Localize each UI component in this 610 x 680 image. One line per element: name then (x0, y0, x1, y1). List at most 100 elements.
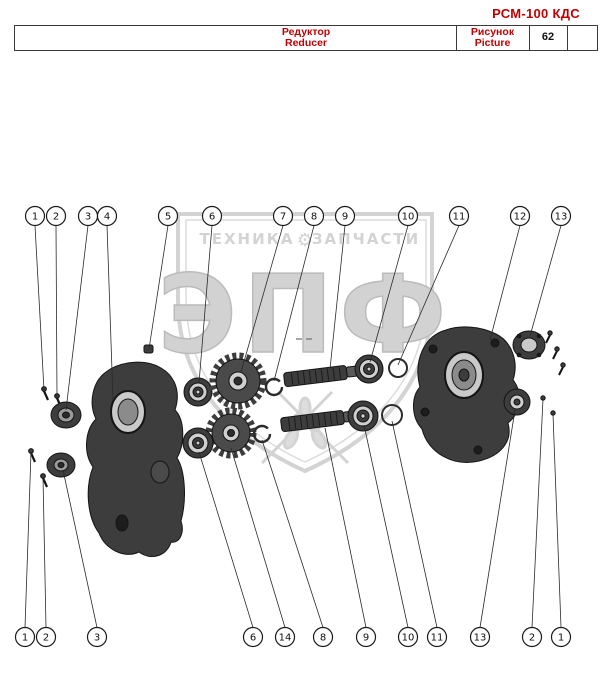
callout-label: 6 (250, 633, 256, 644)
leader-line (552, 413, 562, 628)
gear-large (209, 352, 267, 410)
part-name-en: Reducer (284, 37, 327, 49)
screw (545, 330, 553, 344)
leader-line (261, 439, 324, 628)
callout-balloon-11 (448, 205, 470, 227)
callout-balloon-13 (469, 626, 491, 648)
callout-label: 14 (279, 633, 292, 644)
watermark-brand: ЭПФ (158, 253, 453, 378)
leader-line (106, 225, 114, 401)
callout-balloon-5 (157, 205, 179, 227)
callout-label: 3 (94, 633, 100, 644)
leader-line (198, 451, 254, 628)
housing-cover-left (86, 361, 185, 557)
gear-icon: ⚙ (297, 230, 313, 251)
screw (40, 473, 49, 488)
cover-small-upper (50, 401, 82, 429)
callout-balloon-2 (521, 626, 543, 648)
picture-number: 62 (541, 31, 555, 44)
callout-label: 12 (514, 212, 527, 223)
leader-line (230, 447, 286, 628)
screw (558, 362, 566, 376)
snap-ring-lower (252, 424, 272, 444)
seal-right-lower (503, 388, 531, 416)
callout-balloon-7 (272, 205, 294, 227)
callout-label: 13 (555, 212, 568, 223)
callout-label: 1 (32, 212, 38, 223)
callout-balloon-2 (35, 626, 57, 648)
callout-balloon-8 (303, 205, 325, 227)
callout-balloon-1 (550, 626, 572, 648)
seal-ring-lower (381, 404, 403, 426)
part-name-ru: Редуктор (281, 25, 331, 38)
callout-label: 7 (280, 212, 286, 223)
callout-balloon-14 (274, 626, 296, 648)
callout-label: 8 (311, 212, 317, 223)
callout-label: 1 (558, 633, 564, 644)
callout-label: 1 (22, 633, 28, 644)
bearing-upper-left (183, 377, 213, 407)
callout-label: 8 (320, 633, 326, 644)
bearing-lower-left (182, 427, 214, 459)
plug (143, 344, 154, 354)
callout-balloon-2 (45, 205, 67, 227)
leader-line (42, 476, 47, 628)
leader-line (529, 225, 562, 337)
picture-label-cell: Рисунок Picture (456, 26, 529, 50)
leader-line (397, 225, 460, 366)
seal-ring-upper (388, 358, 408, 378)
watermark-word-right: ЗАПЧАСТИ (312, 230, 420, 248)
callout-label: 10 (402, 633, 415, 644)
picture-number-cell: 62 (529, 26, 567, 50)
parts-illustration (28, 326, 566, 557)
watermark-word-left: ТЕХНИКА (199, 230, 294, 248)
table-divider (567, 26, 568, 50)
screw (552, 346, 560, 360)
bearing-lower-right (347, 400, 379, 432)
cover-small-lower (46, 452, 76, 478)
header-table: Редуктор Reducer Рисунок Picture 62 (14, 25, 598, 51)
table-divider (456, 26, 457, 50)
callout-balloon-10 (397, 626, 419, 648)
callout-balloon-1 (24, 205, 46, 227)
picture-label-ru: Рисунок (470, 25, 515, 38)
callout-label: 2 (53, 212, 59, 223)
part-name-cell: Редуктор Reducer (15, 26, 597, 50)
callout-label: 3 (85, 212, 91, 223)
snap-ring-upper (264, 377, 284, 397)
callout-label: 2 (529, 633, 535, 644)
leader-line (363, 424, 409, 628)
screw (41, 386, 50, 401)
callout-label: 13 (474, 633, 487, 644)
watermark-shield-inner (185, 219, 427, 463)
callout-balloon-1 (14, 626, 36, 648)
callout-label: 9 (363, 633, 369, 644)
table-divider (529, 26, 530, 50)
callout-balloon-12 (509, 205, 531, 227)
callout-label: 10 (402, 212, 415, 223)
callout-balloon-9 (334, 205, 356, 227)
callout-balloon-4 (96, 205, 118, 227)
leader-line (391, 420, 438, 628)
leader-line (24, 451, 32, 628)
leader-line (148, 225, 169, 350)
leader-line (34, 225, 45, 391)
leader-line (62, 469, 98, 628)
callout-balloon-10 (397, 205, 419, 227)
bearing-upper-right (354, 354, 384, 384)
callout-label: 6 (209, 212, 215, 223)
callout-label: 9 (342, 212, 348, 223)
callout-balloon-9 (355, 626, 377, 648)
callout-balloon-11 (426, 626, 448, 648)
watermark: ТЕХНИКА ⚙ ЗАПЧАСТИ ЭПФ (157, 212, 453, 474)
picture-label-en: Picture (474, 37, 511, 49)
callout-label: 5 (165, 212, 171, 223)
callout-balloon-8 (312, 626, 334, 648)
cover-right-upper (512, 330, 546, 360)
leader-line (324, 427, 367, 628)
callout-balloon-13 (550, 205, 572, 227)
callout-balloon-3 (86, 626, 108, 648)
callout-label: 11 (431, 633, 444, 644)
